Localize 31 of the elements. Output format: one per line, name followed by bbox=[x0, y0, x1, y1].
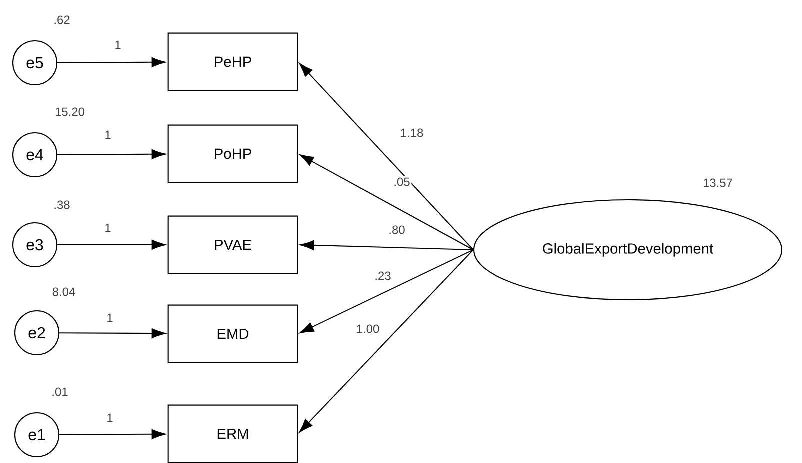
variance-label: 8.04 bbox=[52, 288, 76, 296]
path-arrow bbox=[58, 57, 166, 68]
variance-label: .62 bbox=[54, 16, 70, 24]
edge-label: 1 bbox=[105, 412, 115, 424]
edge-label: 1 bbox=[105, 312, 115, 324]
edge-label: 1 bbox=[103, 222, 113, 234]
variable-box: ERM bbox=[168, 404, 298, 463]
variance-label: .38 bbox=[54, 200, 70, 210]
variable-box: PeHP bbox=[168, 32, 298, 92]
path-arrow bbox=[300, 240, 474, 251]
variance-label: 13.57 bbox=[704, 178, 732, 188]
variance-label: 15.20 bbox=[56, 108, 85, 116]
path-arrow bbox=[299, 63, 474, 250]
edge-label: 1 bbox=[113, 40, 123, 50]
variable-box: PVAE bbox=[168, 216, 298, 274]
path-arrow bbox=[300, 250, 474, 334]
variable-box: EMD bbox=[168, 304, 298, 364]
path-arrow bbox=[58, 149, 166, 160]
path-arrow bbox=[300, 154, 474, 250]
path-arrow bbox=[299, 250, 474, 433]
edge-label: .05 bbox=[392, 176, 412, 188]
edge-label: 1 bbox=[103, 130, 113, 140]
path-arrow bbox=[58, 240, 166, 250]
variance-label: .01 bbox=[52, 388, 68, 396]
path-arrow bbox=[60, 429, 166, 440]
edge-label: .23 bbox=[373, 270, 393, 282]
path-arrow bbox=[60, 328, 166, 339]
variable-box: PoHP bbox=[168, 124, 298, 184]
edge-label: 1.18 bbox=[399, 127, 426, 139]
edge-label: .80 bbox=[387, 224, 407, 236]
edge-label: 1.00 bbox=[355, 323, 382, 335]
